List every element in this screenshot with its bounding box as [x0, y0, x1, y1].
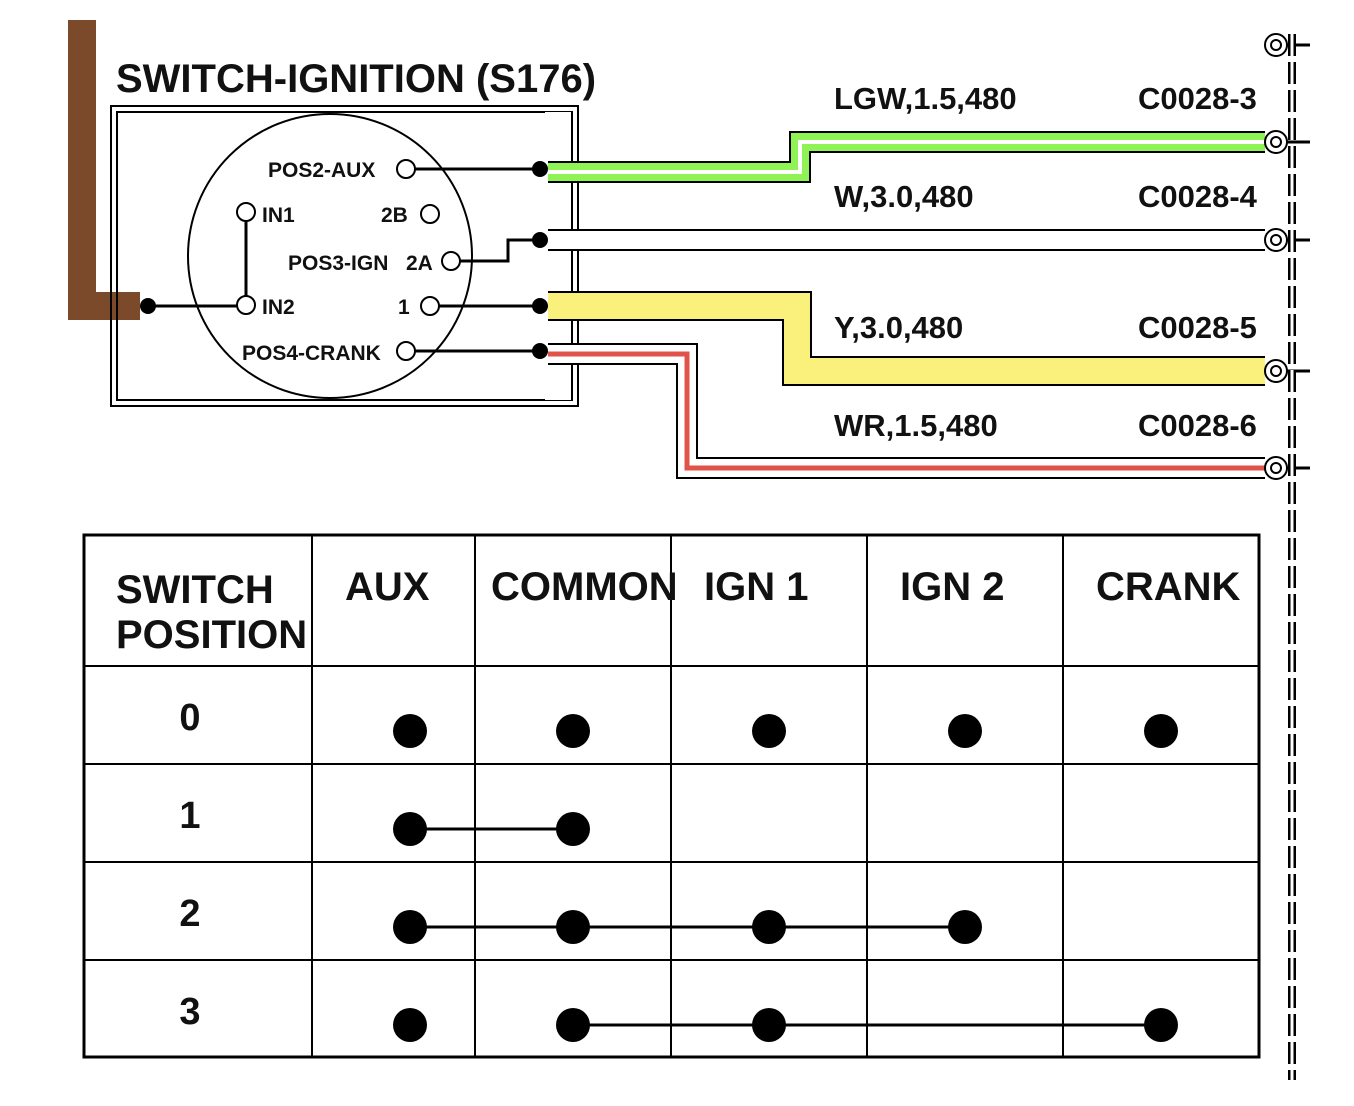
contact-dot [556, 714, 590, 748]
contact-dot [393, 714, 427, 748]
wire-y [548, 291, 1265, 386]
connector-label-c0028-6: C0028-6 [1138, 408, 1257, 443]
wire-label-lgw: LGW,1.5,480 [834, 81, 1017, 116]
contact-dot [948, 714, 982, 748]
contact-dot [393, 1008, 427, 1042]
switch-title: SWITCH-IGNITION (S176) [116, 57, 596, 101]
table-header-ign-1: IGN 1 [704, 565, 808, 609]
connector-pin-c0028-5 [1264, 359, 1310, 383]
lead-dots [532, 161, 548, 359]
pin-leads [415, 167, 540, 353]
wire-label-wr: WR,1.5,480 [834, 408, 998, 443]
wire-label-w: W,3.0,480 [834, 179, 974, 214]
table-corner-line2: POSITION [116, 613, 307, 657]
terminal-pos2-aux [396, 159, 416, 179]
terminal-2b [420, 204, 440, 224]
row-position-label: 1 [179, 795, 200, 837]
pin-label-1: 1 [398, 296, 410, 319]
row-position-label: 2 [179, 893, 200, 935]
contact-dot [393, 910, 427, 944]
contact-dot [1144, 714, 1178, 748]
wire-wr [548, 343, 1265, 479]
terminal-pos4-crank [396, 341, 416, 361]
terminal-1 [420, 296, 440, 316]
contact-dot [393, 812, 427, 846]
switch-position-table: SWITCH POSITION AUX COMMON IGN 1 IGN 2 CRANK… [82, 533, 1261, 1059]
table-row: 3 [179, 991, 1178, 1042]
table-row: 0 [179, 697, 1178, 748]
connector-label-c0028-3: C0028-3 [1138, 81, 1257, 116]
pin-label-in1: IN1 [262, 204, 295, 227]
contact-dot [948, 910, 982, 944]
contact-dot [1144, 1008, 1178, 1042]
table-row: 1 [179, 795, 590, 846]
connector-label-c0028-4: C0028-4 [1138, 179, 1258, 214]
connector-pin-c0028-4 [1264, 228, 1310, 252]
row-position-label: 3 [179, 991, 200, 1033]
connector-pin-top [1264, 33, 1310, 57]
table-row: 2 [179, 893, 982, 944]
table-corner-line1: SWITCH [116, 568, 274, 612]
connector-pin-c0028-3 [1264, 130, 1310, 154]
connector-pins [1264, 33, 1310, 480]
pin-terminals [396, 159, 461, 361]
table-header-crank: CRANK [1096, 565, 1241, 609]
contact-dot [752, 714, 786, 748]
internal-link-in1-in2 [148, 202, 256, 315]
table-header-common: COMMON [491, 565, 678, 609]
table-header-ign-2: IGN 2 [900, 565, 1004, 609]
pin-label-pos2-aux: POS2-AUX [268, 159, 375, 182]
pin-label-2b: 2B [381, 204, 408, 227]
connector-pin-c0028-6 [1264, 456, 1310, 480]
table-header-aux: AUX [345, 565, 430, 609]
pin-label-in2: IN2 [262, 296, 295, 319]
pin-label-pos3-ign: POS3-IGN [288, 252, 388, 275]
contact-dot [556, 910, 590, 944]
wire-lgw [548, 131, 1265, 183]
row-position-label: 0 [179, 697, 200, 739]
contact-dot [556, 812, 590, 846]
pin-label-2a: 2A [406, 252, 433, 275]
switch-body [187, 113, 473, 399]
contact-dot [556, 1008, 590, 1042]
wire-label-y: Y,3.0,480 [834, 310, 963, 345]
connector-label-c0028-5: C0028-5 [1138, 310, 1257, 345]
pin-label-pos4-crank: POS4-CRANK [242, 342, 381, 365]
contact-dot [752, 910, 786, 944]
contact-dot [752, 1008, 786, 1042]
terminal-2a [441, 251, 461, 271]
